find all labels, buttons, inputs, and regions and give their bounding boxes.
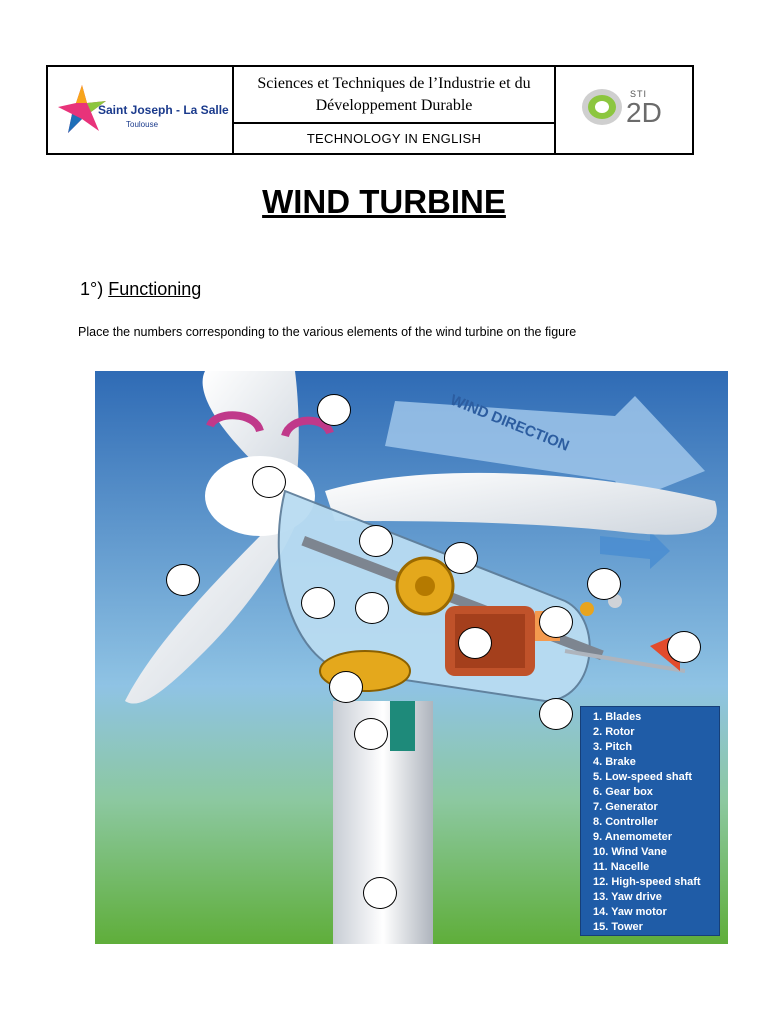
wind-turbine-illustration: WIND DIRECTION <box>95 371 728 944</box>
instruction-text: Place the numbers corresponding to the v… <box>78 325 577 339</box>
answer-circle-5[interactable] <box>444 542 478 574</box>
legend-item: 7. Generator <box>593 801 658 813</box>
legend-item: 5. Low-speed shaft <box>593 771 693 783</box>
legend-item: 14. Yaw motor <box>593 906 667 918</box>
legend-item: 12. High-speed shaft <box>593 876 701 888</box>
star-logo-icon <box>58 85 106 133</box>
legend-item: 10. Wind Vane <box>593 846 667 858</box>
legend-item: 8. Controller <box>593 816 658 828</box>
answer-circle-14[interactable] <box>354 718 388 750</box>
disc-logo-icon <box>582 89 622 125</box>
course-subtitle: TECHNOLOGY IN ENGLISH <box>306 131 482 146</box>
legend-item: 15. Tower <box>593 921 643 933</box>
header-table: Saint Joseph - La Salle Toulouse Science… <box>46 65 694 155</box>
school-name: Saint Joseph - La Salle <box>98 103 229 117</box>
answer-circle-15[interactable] <box>363 877 397 909</box>
section-title: Functioning <box>108 279 202 299</box>
answer-circle-13[interactable] <box>539 698 573 730</box>
answer-circle-3[interactable] <box>166 564 200 596</box>
answer-circle-6[interactable] <box>301 587 335 619</box>
answer-circle-9[interactable] <box>539 606 573 638</box>
legend-item: 1. Blades <box>593 711 642 723</box>
school-city: Toulouse <box>126 120 159 129</box>
2d-label: 2D <box>626 97 662 128</box>
header-course: Sciences et Techniques de l’Industrie et… <box>234 67 556 153</box>
legend-box: 1. Blades 2. Rotor 3. Pitch 4. Brake 5. … <box>580 706 720 936</box>
legend-item: 3. Pitch <box>593 741 633 753</box>
page-title: WIND TURBINE <box>262 183 506 220</box>
legend-item: 9. Anemometer <box>593 831 673 843</box>
answer-circle-12[interactable] <box>329 671 363 703</box>
school-logo: Saint Joseph - La Salle Toulouse <box>48 67 234 153</box>
legend-item: 2. Rotor <box>593 726 635 738</box>
wind-turbine-figure: WIND DIRECTION <box>95 371 728 944</box>
answer-circle-4[interactable] <box>359 525 393 557</box>
legend-item: 4. Brake <box>593 756 636 768</box>
course-title: Sciences et Techniques de l’Industrie et… <box>234 67 554 124</box>
legend-item: 6. Gear box <box>593 786 653 798</box>
section-heading: 1°) Functioning <box>80 279 201 300</box>
sti2d-logo: STI 2D <box>556 67 692 153</box>
sti-label: STI <box>630 89 648 99</box>
answer-circle-10[interactable] <box>667 631 701 663</box>
section-number: 1°) <box>80 279 104 299</box>
legend-item: 13. Yaw drive <box>593 891 662 903</box>
legend-item: 11. Nacelle <box>593 861 650 873</box>
answer-circle-1[interactable] <box>317 394 351 426</box>
answer-circle-2[interactable] <box>252 466 286 498</box>
answer-circle-7[interactable] <box>355 592 389 624</box>
answer-circle-8[interactable] <box>587 568 621 600</box>
answer-circle-11[interactable] <box>458 627 492 659</box>
